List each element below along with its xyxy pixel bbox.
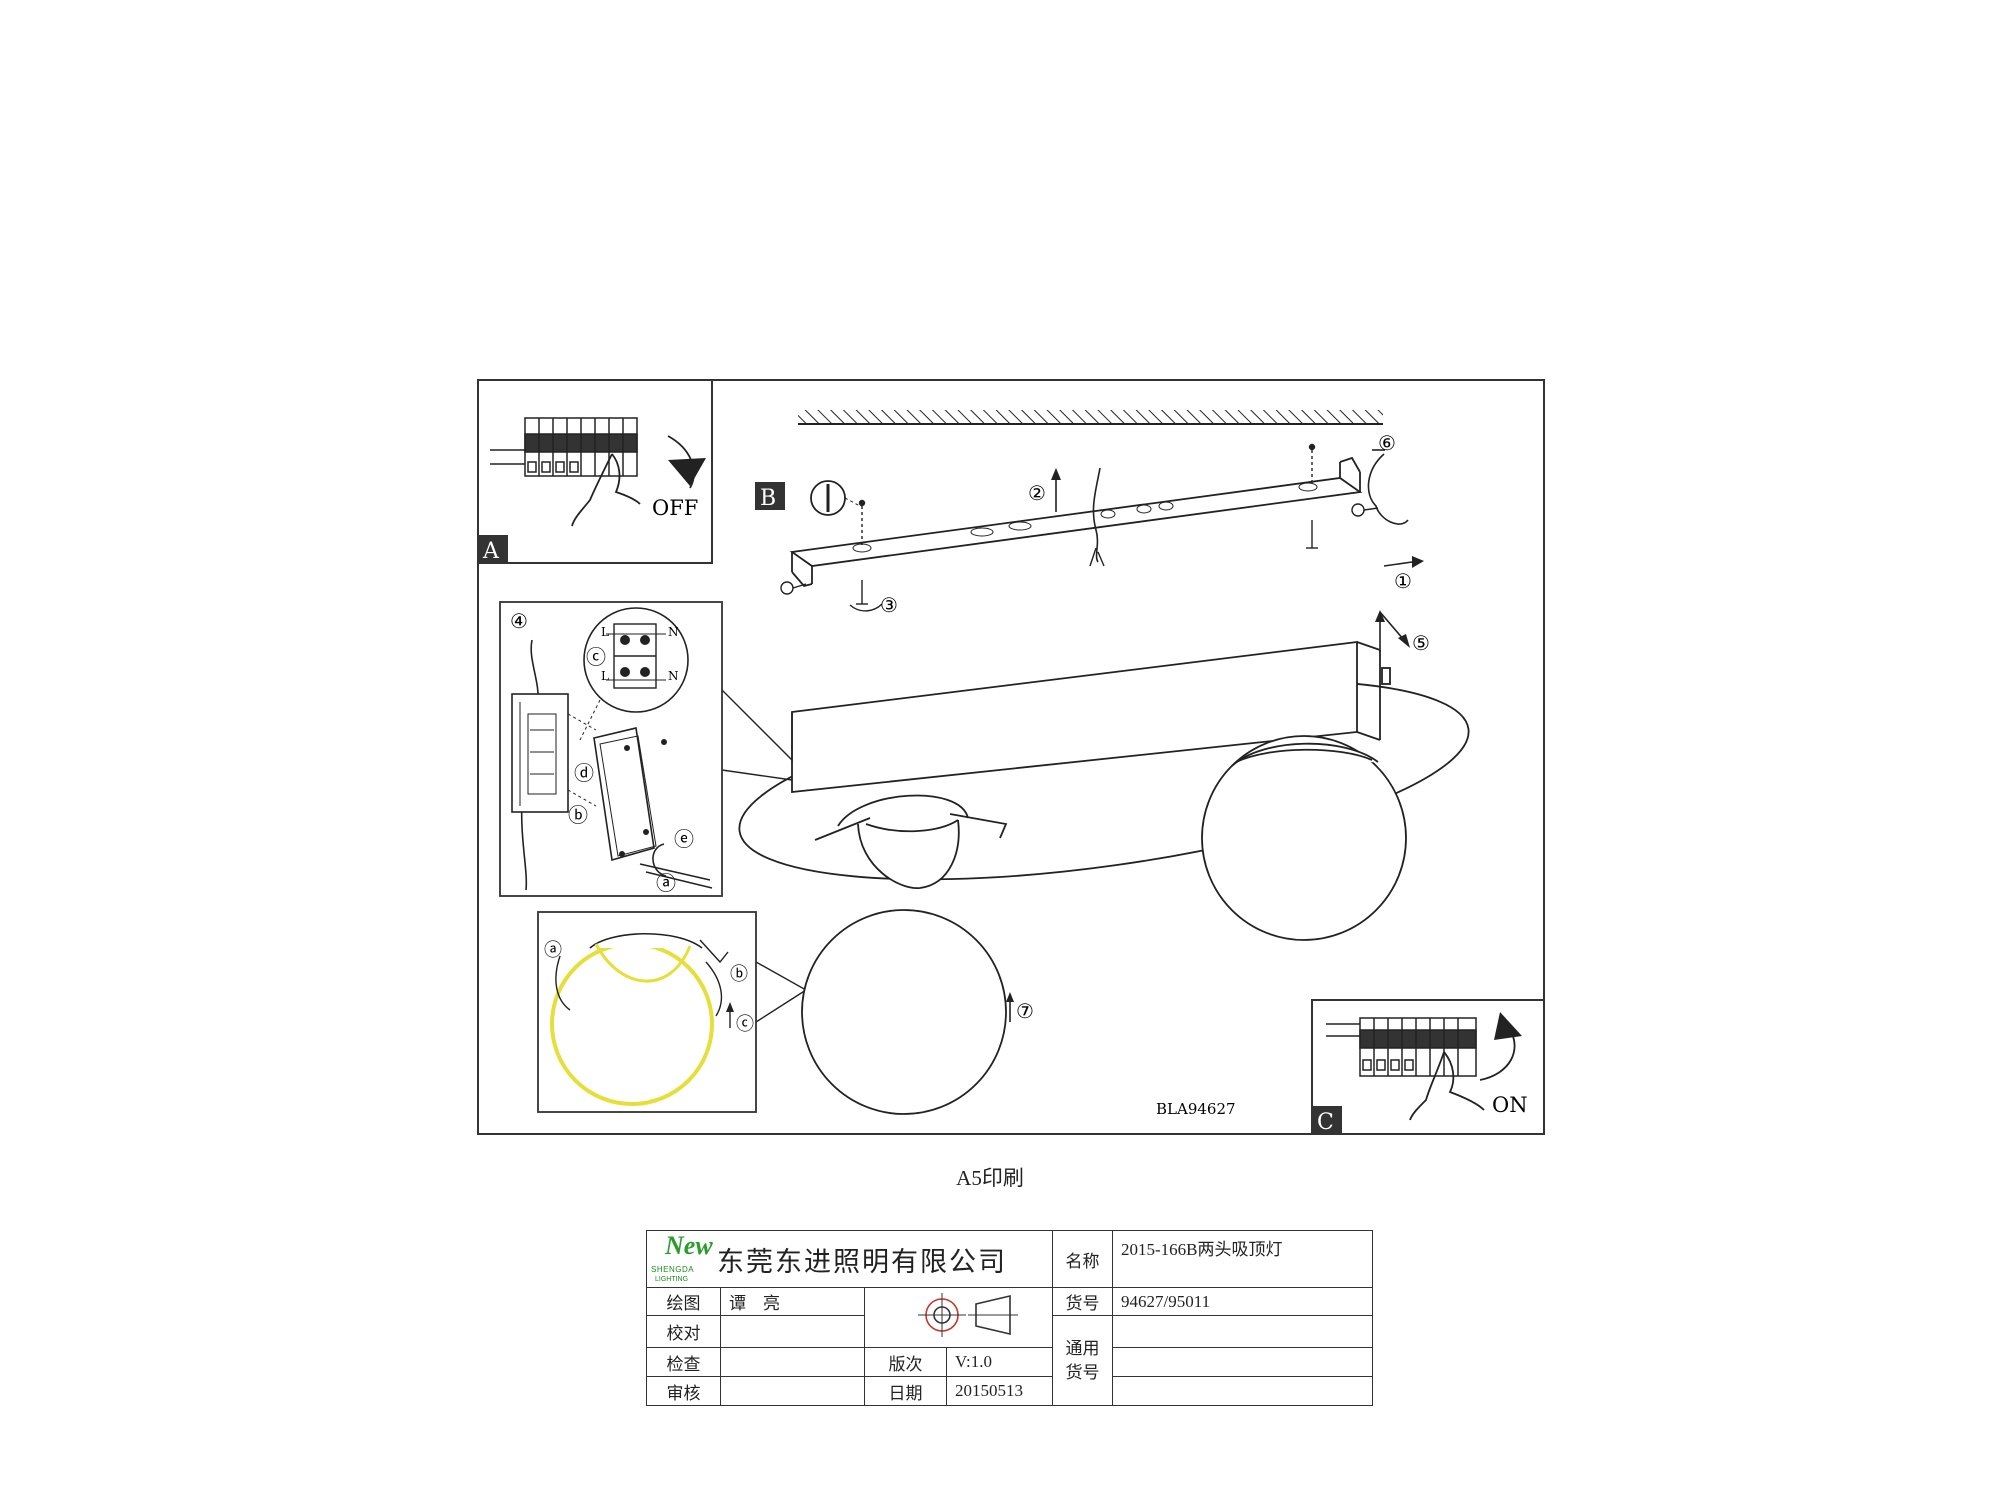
step-6-label: ⑥	[1378, 431, 1396, 455]
side-screw-icon	[780, 503, 1379, 595]
terminal-n-top: N	[668, 625, 679, 639]
generic-article-value-2	[1112, 1347, 1373, 1377]
model-code: BLA94627	[1156, 1100, 1236, 1118]
luminaire-body	[738, 610, 1470, 941]
substep-a-globe-label: ⓐ	[544, 940, 562, 961]
rotate-arrow-icon	[1367, 453, 1409, 525]
breaker-panel-icon	[490, 417, 638, 477]
step-2-label: ②	[1028, 481, 1046, 505]
panel-b-label: B	[760, 486, 776, 511]
diagram-frame	[477, 379, 1545, 1135]
rotate-arrow-icon	[652, 843, 667, 877]
product-name: 2015-166B两头吸顶灯	[1112, 1230, 1373, 1288]
step-4-label: ④	[510, 609, 528, 633]
shade-small	[814, 794, 1008, 889]
substep-d-label: ⓓ	[574, 761, 594, 785]
title-block: New SHENGDA LIGHTING 东莞东进照明有限公司 名称 2015-…	[646, 1230, 1373, 1406]
substep-b-label: ⓑ	[568, 803, 588, 827]
ceiling-hatch	[798, 410, 1383, 424]
terminal-l-top: L	[601, 625, 609, 639]
drawn-label: 绘图	[646, 1287, 721, 1316]
panel-b-badge	[755, 482, 785, 510]
panel-c-switch-on: ON C	[1311, 999, 1544, 1135]
date-label: 日期	[864, 1376, 947, 1406]
inspected-value	[720, 1347, 865, 1377]
panel-c-label: C	[1317, 1110, 1334, 1135]
substep-b-globe-label: ⓑ	[730, 964, 748, 985]
approved-value	[720, 1376, 865, 1406]
generic-article-value-1	[1112, 1315, 1373, 1348]
breaker-panel-icon	[1326, 1017, 1477, 1077]
globe-step-7	[801, 909, 1007, 1115]
name-label: 名称	[1052, 1230, 1113, 1288]
push-arrow-icon	[1383, 561, 1413, 567]
panel-a-switch-off: OFF A	[478, 379, 713, 564]
substep-a-label: ⓐ	[656, 871, 676, 895]
company-logo: New SHENGDA LIGHTING	[651, 1231, 713, 1284]
off-label: OFF	[652, 496, 698, 520]
company-cell: New SHENGDA LIGHTING 东莞东进照明有限公司	[646, 1230, 1053, 1288]
generic-article-label: 通用 货号	[1052, 1315, 1113, 1406]
supply-wire	[1092, 467, 1101, 563]
date-value: 20150513	[946, 1376, 1053, 1406]
panel-c-badge	[1312, 1106, 1342, 1134]
arrow-head-icon	[668, 458, 706, 486]
step-7-label: ⑦	[1016, 999, 1034, 1023]
inspected-label: 检查	[646, 1347, 721, 1377]
step-3-label: ③	[880, 593, 898, 617]
panel-b-bracket: B	[755, 410, 1424, 617]
substep-c-label: ⓒ	[586, 645, 606, 669]
substep-c-globe-label: ⓒ	[736, 1014, 754, 1035]
print-format-caption: A5印刷	[956, 1166, 1024, 1190]
article-number: 94627/95011	[1112, 1287, 1373, 1316]
checked-value	[720, 1315, 865, 1348]
terminal-n-bottom: N	[668, 669, 679, 683]
checked-label: 校对	[646, 1315, 721, 1348]
arrow-head-icon	[1494, 1012, 1522, 1040]
substep-e-label: ⓔ	[674, 827, 694, 851]
on-label: ON	[1492, 1093, 1528, 1117]
cover-plate	[593, 727, 655, 862]
approved-label: 审核	[646, 1376, 721, 1406]
globe-detail-panel: ⓐ ⓑ ⓒ	[537, 911, 757, 1113]
panel-a-label: A	[482, 539, 500, 564]
screw-icon	[849, 499, 883, 612]
mounting-bracket	[789, 477, 1363, 567]
hand-icon	[1409, 1051, 1485, 1121]
version-label: 版次	[864, 1347, 947, 1377]
screw-icon	[1306, 443, 1318, 549]
hand-icon	[571, 453, 641, 527]
screwdriver-icon	[639, 863, 713, 889]
generic-article-value-3	[1112, 1376, 1373, 1406]
globe-cap	[1231, 742, 1379, 767]
company-name: 东莞东进照明有限公司	[717, 1246, 1007, 1278]
projection-symbol-icon	[917, 1293, 1018, 1337]
drawn-value: 谭 亮	[720, 1287, 865, 1316]
step-1-label: ①	[1394, 569, 1412, 593]
projection-symbol-cell	[864, 1287, 1053, 1348]
globe-highlight	[550, 942, 714, 1106]
step-5-label: ⑤	[1412, 631, 1430, 655]
wiring-detail-panel: ④ L N L N ⓒ ⓓ ⓑ ⓔ	[499, 601, 723, 897]
globe-large	[1201, 735, 1407, 941]
version-value: V:1.0	[946, 1347, 1053, 1377]
panel-a-badge	[478, 535, 508, 563]
terminal-l-bottom: L	[601, 669, 609, 683]
article-label: 货号	[1052, 1287, 1113, 1316]
